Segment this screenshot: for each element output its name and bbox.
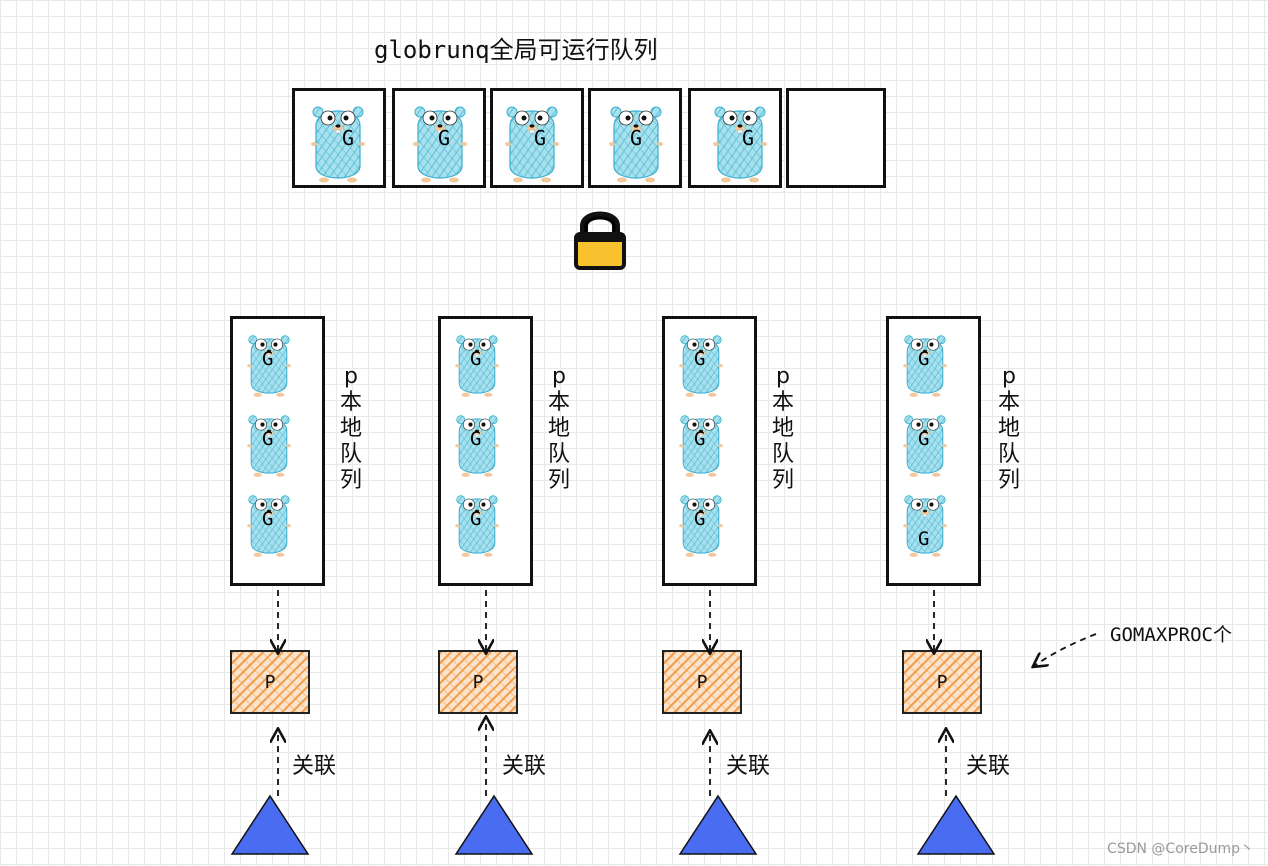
goroutine-label: G <box>694 508 706 530</box>
gomaxprocs-arrow <box>1034 633 1097 666</box>
goroutine-label: G <box>470 348 482 370</box>
goroutine-label: G <box>918 428 930 450</box>
watermark: CSDN @CoreDump丶 <box>1107 841 1254 857</box>
global-queue-slot-empty <box>786 88 886 188</box>
goroutine-label: G <box>694 348 706 370</box>
m-thread-label: M <box>949 830 961 851</box>
gomaxprocs-note: GOMAXPROC个 <box>1110 624 1232 646</box>
p-processor-box: P <box>438 650 518 714</box>
global-queue-title: globrunq全局可运行队列 <box>374 36 658 64</box>
association-label: 关联 <box>502 754 547 779</box>
goroutine-label: G <box>918 348 930 370</box>
gopher-icon <box>310 100 366 184</box>
m-thread-label: M <box>711 830 723 851</box>
goroutine-label: G <box>742 126 755 150</box>
goroutine-label: G <box>262 428 274 450</box>
p-processor-box: P <box>230 650 310 714</box>
association-label: 关联 <box>966 754 1011 779</box>
gopher-icon <box>504 100 560 184</box>
goroutine-label: G <box>918 528 930 550</box>
goroutine-label: G <box>438 126 451 150</box>
goroutine-label: G <box>534 126 547 150</box>
m-thread-label: M <box>487 830 499 851</box>
goroutine-label: G <box>470 508 482 530</box>
goroutine-label: G <box>262 508 274 530</box>
goroutine-label: G <box>470 428 482 450</box>
p-processor-box: P <box>662 650 742 714</box>
goroutine-label: G <box>630 126 643 150</box>
goroutine-label: G <box>262 348 274 370</box>
association-label: 关联 <box>292 754 337 779</box>
goroutine-label: G <box>342 126 355 150</box>
gopher-icon <box>712 100 768 184</box>
m-thread-label: M <box>263 830 275 851</box>
p-processor-box: P <box>902 650 982 714</box>
lock-icon <box>574 211 626 270</box>
association-label: 关联 <box>726 754 771 779</box>
goroutine-label: G <box>694 428 706 450</box>
